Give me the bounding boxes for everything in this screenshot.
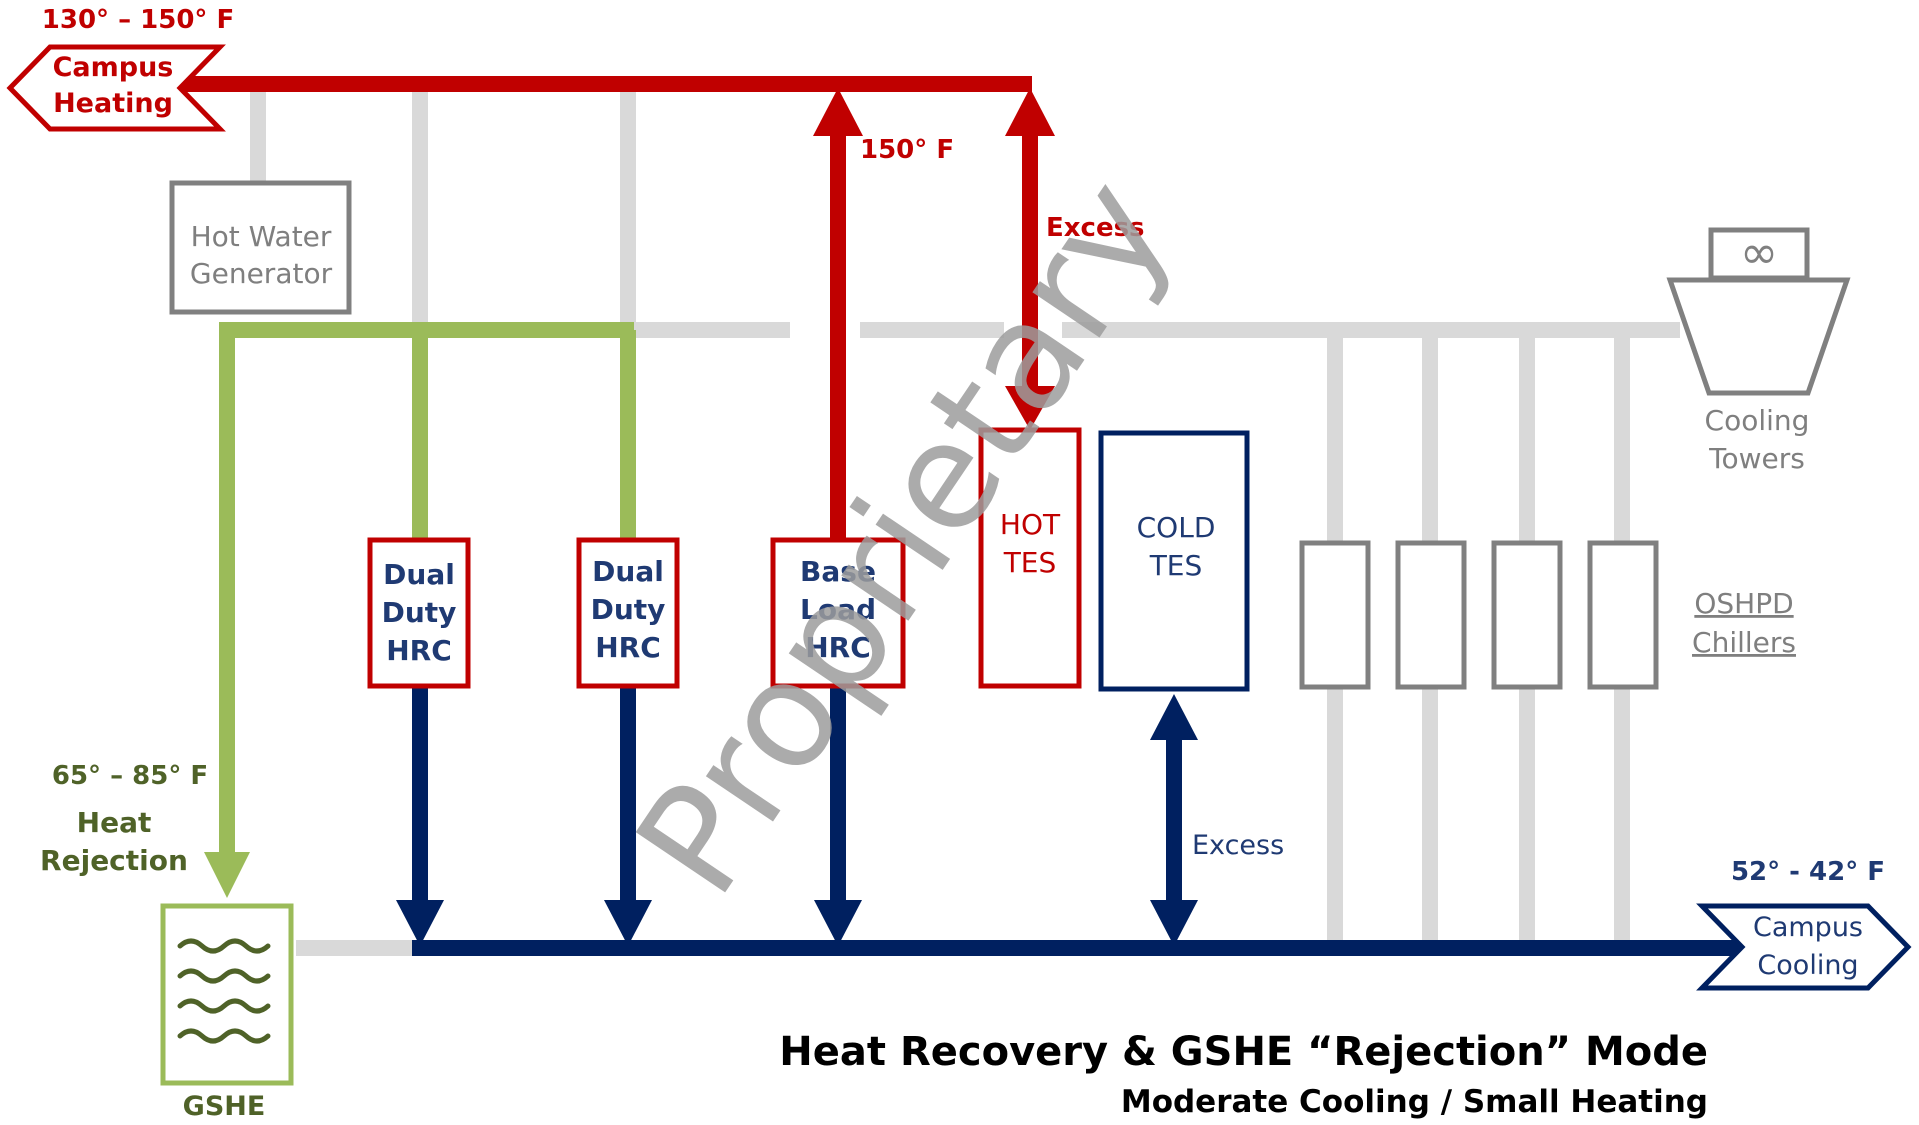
hot-tes-label-2: TES	[1003, 546, 1057, 579]
diagram-title: Heat Recovery & GSHE “Rejection” Mode	[779, 1029, 1708, 1075]
temp-150-label: 150° F	[860, 135, 954, 165]
rejection-arrow-head	[204, 852, 250, 898]
hrc1-cold-arrow-head	[396, 900, 444, 946]
gshe-wave-icon	[177, 938, 271, 1044]
cold-tes-label-2: TES	[1149, 549, 1203, 582]
hrc1-label-1: Dual	[383, 558, 455, 591]
hot-tes-label-1: HOT	[1000, 508, 1061, 541]
cooling-towers-label-2: Towers	[1708, 442, 1805, 475]
cooling-towers: ∞	[1666, 225, 1851, 396]
campus-cooling-label-2: Cooling	[1757, 950, 1858, 981]
gshe-unit	[160, 903, 294, 1086]
diagram-subtitle: Moderate Cooling / Small Heating	[1121, 1084, 1708, 1120]
oshpd-chillers-label-1: OSHPD	[1694, 587, 1793, 620]
campus-heating-label-1: Campus	[53, 52, 174, 83]
oshpd-chillers-label-2: Chillers	[1692, 626, 1796, 659]
campus-heating-temp: 130° – 150° F	[42, 5, 234, 35]
excess-hot-down-arrow-head	[1005, 386, 1055, 430]
campus-cooling-arrow: Campus Cooling	[1696, 903, 1912, 991]
hrc1-label-2: Duty	[382, 596, 457, 629]
heat-rejection-label-2: Rejection	[40, 844, 188, 877]
excess-cold-up-arrow-head	[1150, 694, 1198, 740]
base-load-hrc: Base Load HRC	[770, 537, 906, 689]
excess-hot-label: Excess	[1046, 213, 1145, 243]
rejection-temp-label: 65° – 85° F	[52, 761, 208, 791]
hot-pipes	[172, 76, 1038, 540]
heat-rejection-label-1: Heat	[77, 806, 152, 839]
campus-heating-label-2: Heating	[53, 88, 173, 119]
rejection-pipes	[219, 322, 636, 858]
hrc2-label-2: Duty	[591, 593, 666, 626]
excess-cold-label: Excess	[1192, 830, 1284, 861]
hrc3-cold-arrow-head	[814, 900, 862, 946]
dual-duty-hrc-1: Dual Duty HRC	[367, 537, 471, 689]
hot-riser-arrow-head	[813, 88, 863, 136]
hot-water-generator: Hot Water Generator	[169, 180, 352, 315]
hrc3-label-3: HRC	[805, 631, 871, 664]
hrc3-label-2: Load	[800, 593, 876, 626]
hrc1-label-3: HRC	[386, 634, 452, 667]
fan-icon: ∞	[1740, 225, 1778, 279]
hot-water-generator-label-1: Hot Water	[191, 220, 332, 253]
excess-cold-down-arrow-head	[1150, 900, 1198, 946]
hot-water-generator-label-2: Generator	[190, 257, 333, 290]
oshpd-chillers	[1299, 540, 1659, 690]
hrc2-label-1: Dual	[592, 555, 664, 588]
hrc2-cold-arrow-head	[604, 900, 652, 946]
cold-tes-label-1: COLD	[1137, 511, 1216, 544]
campus-cooling-label-1: Campus	[1753, 912, 1863, 943]
cold-pipes	[412, 688, 1760, 956]
cooling-towers-label-1: Cooling	[1705, 404, 1810, 437]
dual-duty-hrc-2: Dual Duty HRC	[576, 537, 680, 689]
hrc2-label-3: HRC	[595, 631, 661, 664]
campus-heating-arrow: Campus Heating	[6, 44, 226, 132]
hrc3-label-1: Base	[800, 555, 876, 588]
cold-tes: COLD TES	[1098, 430, 1250, 692]
campus-cooling-temp: 52° - 42° F	[1731, 857, 1885, 887]
hot-tes: HOT TES	[978, 427, 1082, 689]
gshe-label: GSHE	[183, 1091, 266, 1121]
excess-hot-up-arrow-head	[1005, 88, 1055, 136]
